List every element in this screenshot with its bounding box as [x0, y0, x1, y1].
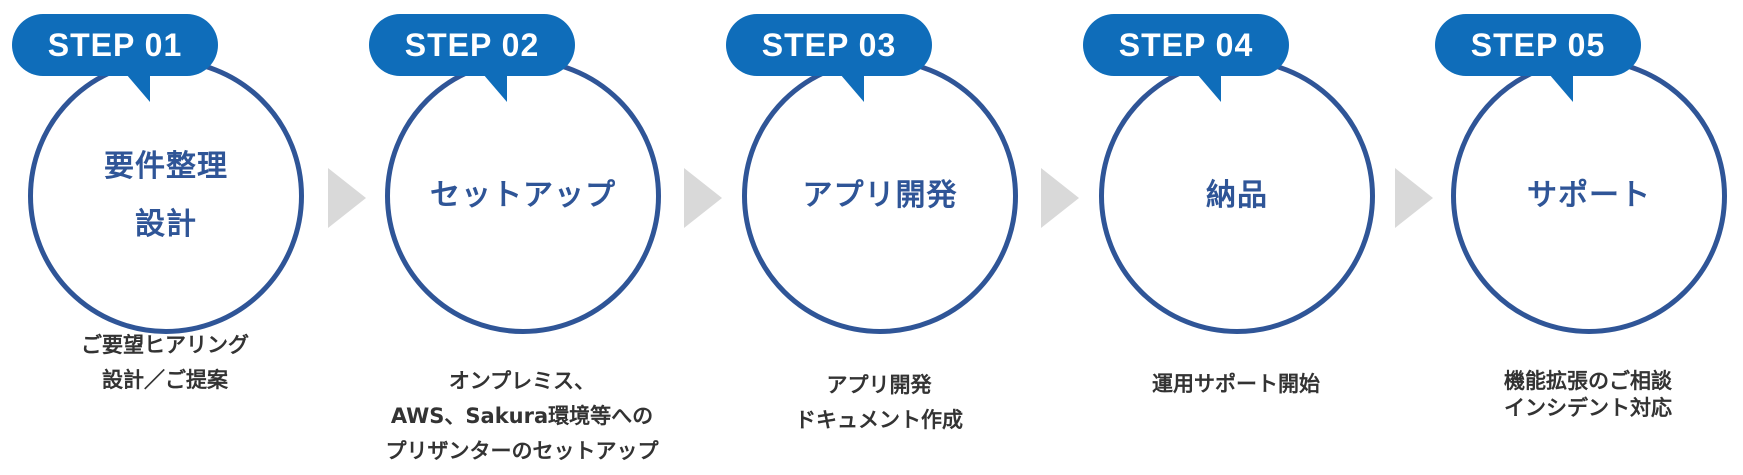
- step-4-badge-tail: [1197, 74, 1221, 102]
- step-4-title-line-1: 納品: [1206, 178, 1268, 213]
- step-2: セットアップ STEP 02 オンプレミス、 AWS、Sakura環境等への プ…: [357, 0, 677, 475]
- step-1-circle: 要件整理 設計: [28, 58, 304, 334]
- step-3-circle: アプリ開発: [742, 58, 1018, 334]
- step-2-title-line-1: セットアップ: [430, 178, 616, 213]
- arrow-right-icon: [1041, 168, 1079, 228]
- step-5-badge: STEP 05: [1435, 14, 1641, 76]
- step-4-description: 運用サポート開始: [1081, 367, 1391, 402]
- step-5: サポート STEP 05 機能拡張のご相談 インシデント対応: [1423, 0, 1743, 475]
- arrow-right-icon: [684, 168, 722, 228]
- step-2-desc-line-1: オンプレミス、: [448, 369, 596, 393]
- step-3: アプリ開発 STEP 03 アプリ開発 ドキュメント作成: [714, 0, 1034, 475]
- step-2-description: オンプレミス、 AWS、Sakura環境等への プリザンターのセットアップ: [367, 364, 677, 469]
- step-3-badge-tail: [840, 74, 864, 102]
- step-5-desc-line-1: 機能拡張のご相談: [1504, 369, 1672, 393]
- step-4: 納品 STEP 04 運用サポート開始: [1071, 0, 1391, 475]
- step-2-desc-line-3: プリザンターのセットアップ: [385, 439, 659, 463]
- step-1-description: ご要望ヒアリング 設計／ご提案: [10, 328, 320, 398]
- step-1-badge: STEP 01: [12, 14, 218, 76]
- step-2-circle: セットアップ: [385, 58, 661, 334]
- step-5-description: 機能拡張のご相談 インシデント対応: [1433, 368, 1743, 422]
- step-2-desc-line-2: AWS、Sakura環境等への: [390, 404, 654, 428]
- step-4-circle: 納品: [1099, 58, 1375, 334]
- step-5-badge-tail: [1549, 74, 1573, 102]
- step-1-title-line-2: 設計: [135, 207, 197, 242]
- step-3-badge: STEP 03: [726, 14, 932, 76]
- step-3-description: アプリ開発 ドキュメント作成: [724, 368, 1034, 438]
- step-1-title-line-1: 要件整理: [104, 149, 228, 184]
- step-4-badge: STEP 04: [1083, 14, 1289, 76]
- step-3-desc-line-1: アプリ開発: [826, 373, 932, 397]
- step-2-badge-tail: [483, 74, 507, 102]
- step-5-circle: サポート: [1451, 58, 1727, 334]
- step-5-title-line-1: サポート: [1527, 178, 1651, 213]
- step-2-badge: STEP 02: [369, 14, 575, 76]
- step-4-desc-line-1: 運用サポート開始: [1152, 372, 1320, 396]
- step-5-desc-line-2: インシデント対応: [1504, 396, 1672, 420]
- step-1-badge-tail: [126, 74, 150, 102]
- arrow-right-icon: [328, 168, 366, 228]
- step-1-desc-line-1: ご要望ヒアリング: [81, 333, 249, 357]
- step-3-desc-line-2: ドキュメント作成: [795, 408, 963, 432]
- step-3-title-line-1: アプリ開発: [802, 178, 958, 213]
- step-1-desc-line-2: 設計／ご提案: [102, 368, 228, 392]
- arrow-right-icon: [1395, 168, 1433, 228]
- step-1: 要件整理 設計 STEP 01 ご要望ヒアリング 設計／ご提案: [0, 0, 320, 475]
